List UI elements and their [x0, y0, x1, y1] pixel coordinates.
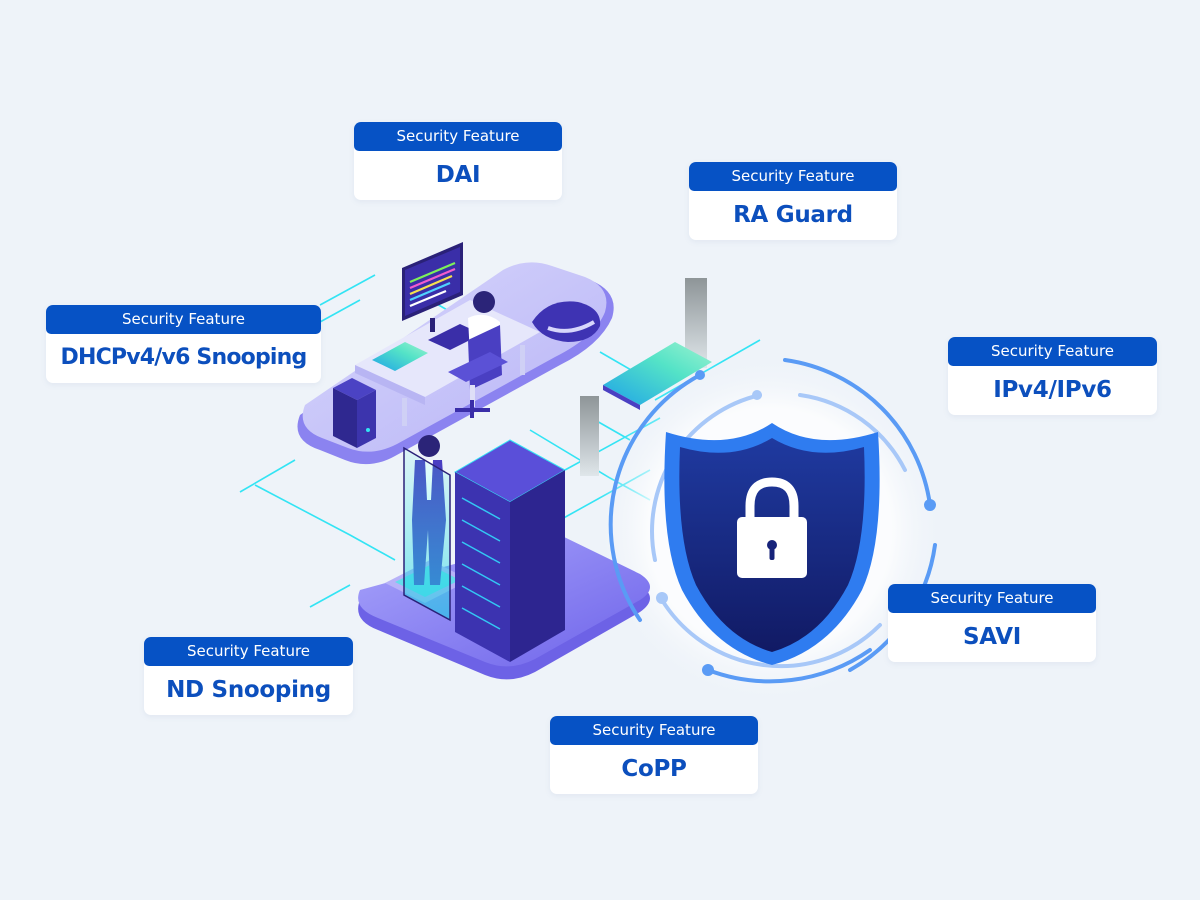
- feature-title: ND Snooping: [166, 677, 331, 703]
- pole: [685, 278, 707, 368]
- feature-title: DAI: [435, 162, 481, 188]
- feature-label: Security Feature: [46, 305, 321, 334]
- feature-card-ra-guard: Security Feature RA Guard: [689, 162, 897, 240]
- feature-title: RA Guard: [733, 202, 853, 228]
- feature-title: DHCPv4/v6 Snooping: [60, 345, 308, 370]
- feature-label: Security Feature: [689, 162, 897, 191]
- feature-title: IPv4/IPv6: [993, 377, 1112, 403]
- feature-card-copp: Security Feature CoPP: [550, 716, 758, 794]
- feature-label: Security Feature: [888, 584, 1096, 613]
- feature-title: SAVI: [963, 624, 1021, 650]
- lock-icon: [737, 477, 807, 578]
- workstation-platform: [297, 242, 614, 465]
- pole: [580, 396, 599, 476]
- feature-label: Security Feature: [354, 122, 562, 151]
- floating-tablet: [603, 342, 712, 410]
- feature-card-savi: Security Feature SAVI: [888, 584, 1096, 662]
- feature-label: Security Feature: [144, 637, 353, 666]
- feature-label: Security Feature: [948, 337, 1157, 366]
- feature-label: Security Feature: [550, 716, 758, 745]
- feature-card-dai: Security Feature DAI: [354, 122, 562, 200]
- feature-title: CoPP: [621, 756, 687, 782]
- server-platform: [358, 435, 650, 680]
- feature-card-ipv4-ipv6: Security Feature IPv4/IPv6: [948, 337, 1157, 415]
- feature-card-nd-snooping: Security Feature ND Snooping: [144, 637, 353, 715]
- feature-card-dhcp-snooping: Security Feature DHCPv4/v6 Snooping: [46, 305, 321, 383]
